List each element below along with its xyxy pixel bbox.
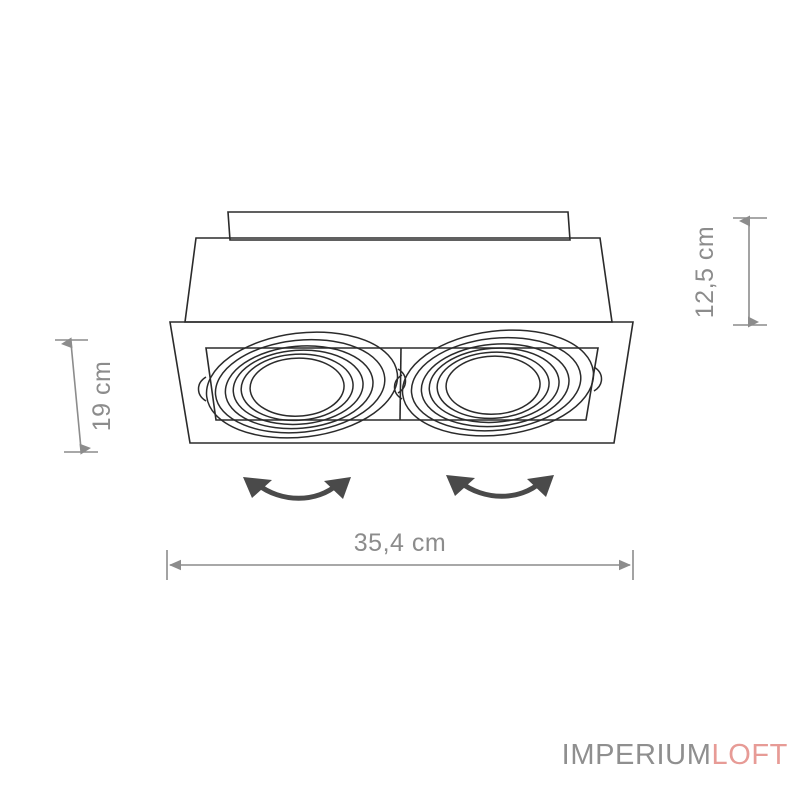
right-swivel-head-start <box>446 475 475 496</box>
right-gimbal-ring-2 <box>428 347 560 424</box>
left-swivel-head-start <box>243 477 272 498</box>
swivel-arrow-left <box>243 477 351 501</box>
height-dimension: 12,5 cm <box>691 215 767 328</box>
faceplate-outer <box>169 321 634 444</box>
left-gimbal-lamp <box>197 331 407 439</box>
right-gimbal-ring-outer <box>401 329 595 437</box>
right-lamp-reflector <box>445 355 541 415</box>
height-dimension-label: 12,5 cm <box>691 226 719 318</box>
left-gimbal-ring-2 <box>232 349 364 426</box>
right-gimbal-lamp <box>393 329 603 437</box>
left-swivel-head-end <box>324 477 351 499</box>
right-swivel-arc <box>457 479 544 499</box>
left-gimbal-ring-3 <box>224 345 374 430</box>
left-gimbal-ring-outer <box>205 331 399 439</box>
swivel-arrow-right <box>446 475 554 499</box>
width-dimension-label: 35,4 cm <box>354 529 446 557</box>
left-gimbal-ring-1 <box>240 353 354 422</box>
left-gimbal-yoke-left <box>197 376 207 402</box>
right-gimbal-ring-1 <box>436 351 550 420</box>
right-gimbal-yoke-right <box>593 366 603 392</box>
connector-box <box>227 211 571 241</box>
fixture-body-group <box>169 211 634 444</box>
right-gimbal-ring-4 <box>410 336 582 432</box>
depth-dimension-line <box>61 337 91 455</box>
watermark-logo: IMPERIUMLOFT <box>562 739 788 772</box>
watermark-primary-text: IMPERIUM <box>561 739 712 771</box>
left-gimbal-ring-4 <box>214 338 386 434</box>
housing-body <box>184 237 613 323</box>
left-lamp-reflector <box>249 357 345 417</box>
right-gimbal-yoke-left <box>393 374 403 400</box>
left-swivel-arc <box>254 481 341 501</box>
depth-dimension: 19 cm <box>55 337 116 455</box>
right-gimbal-ring-3 <box>420 343 570 428</box>
left-gimbal-yoke-right <box>397 368 407 394</box>
width-dimension: 35,4 cm <box>166 529 634 580</box>
depth-dimension-label: 19 cm <box>88 361 116 432</box>
cell-divider <box>399 347 402 421</box>
right-swivel-head-end <box>527 475 554 497</box>
watermark-accent-text: LOFT <box>711 739 788 771</box>
